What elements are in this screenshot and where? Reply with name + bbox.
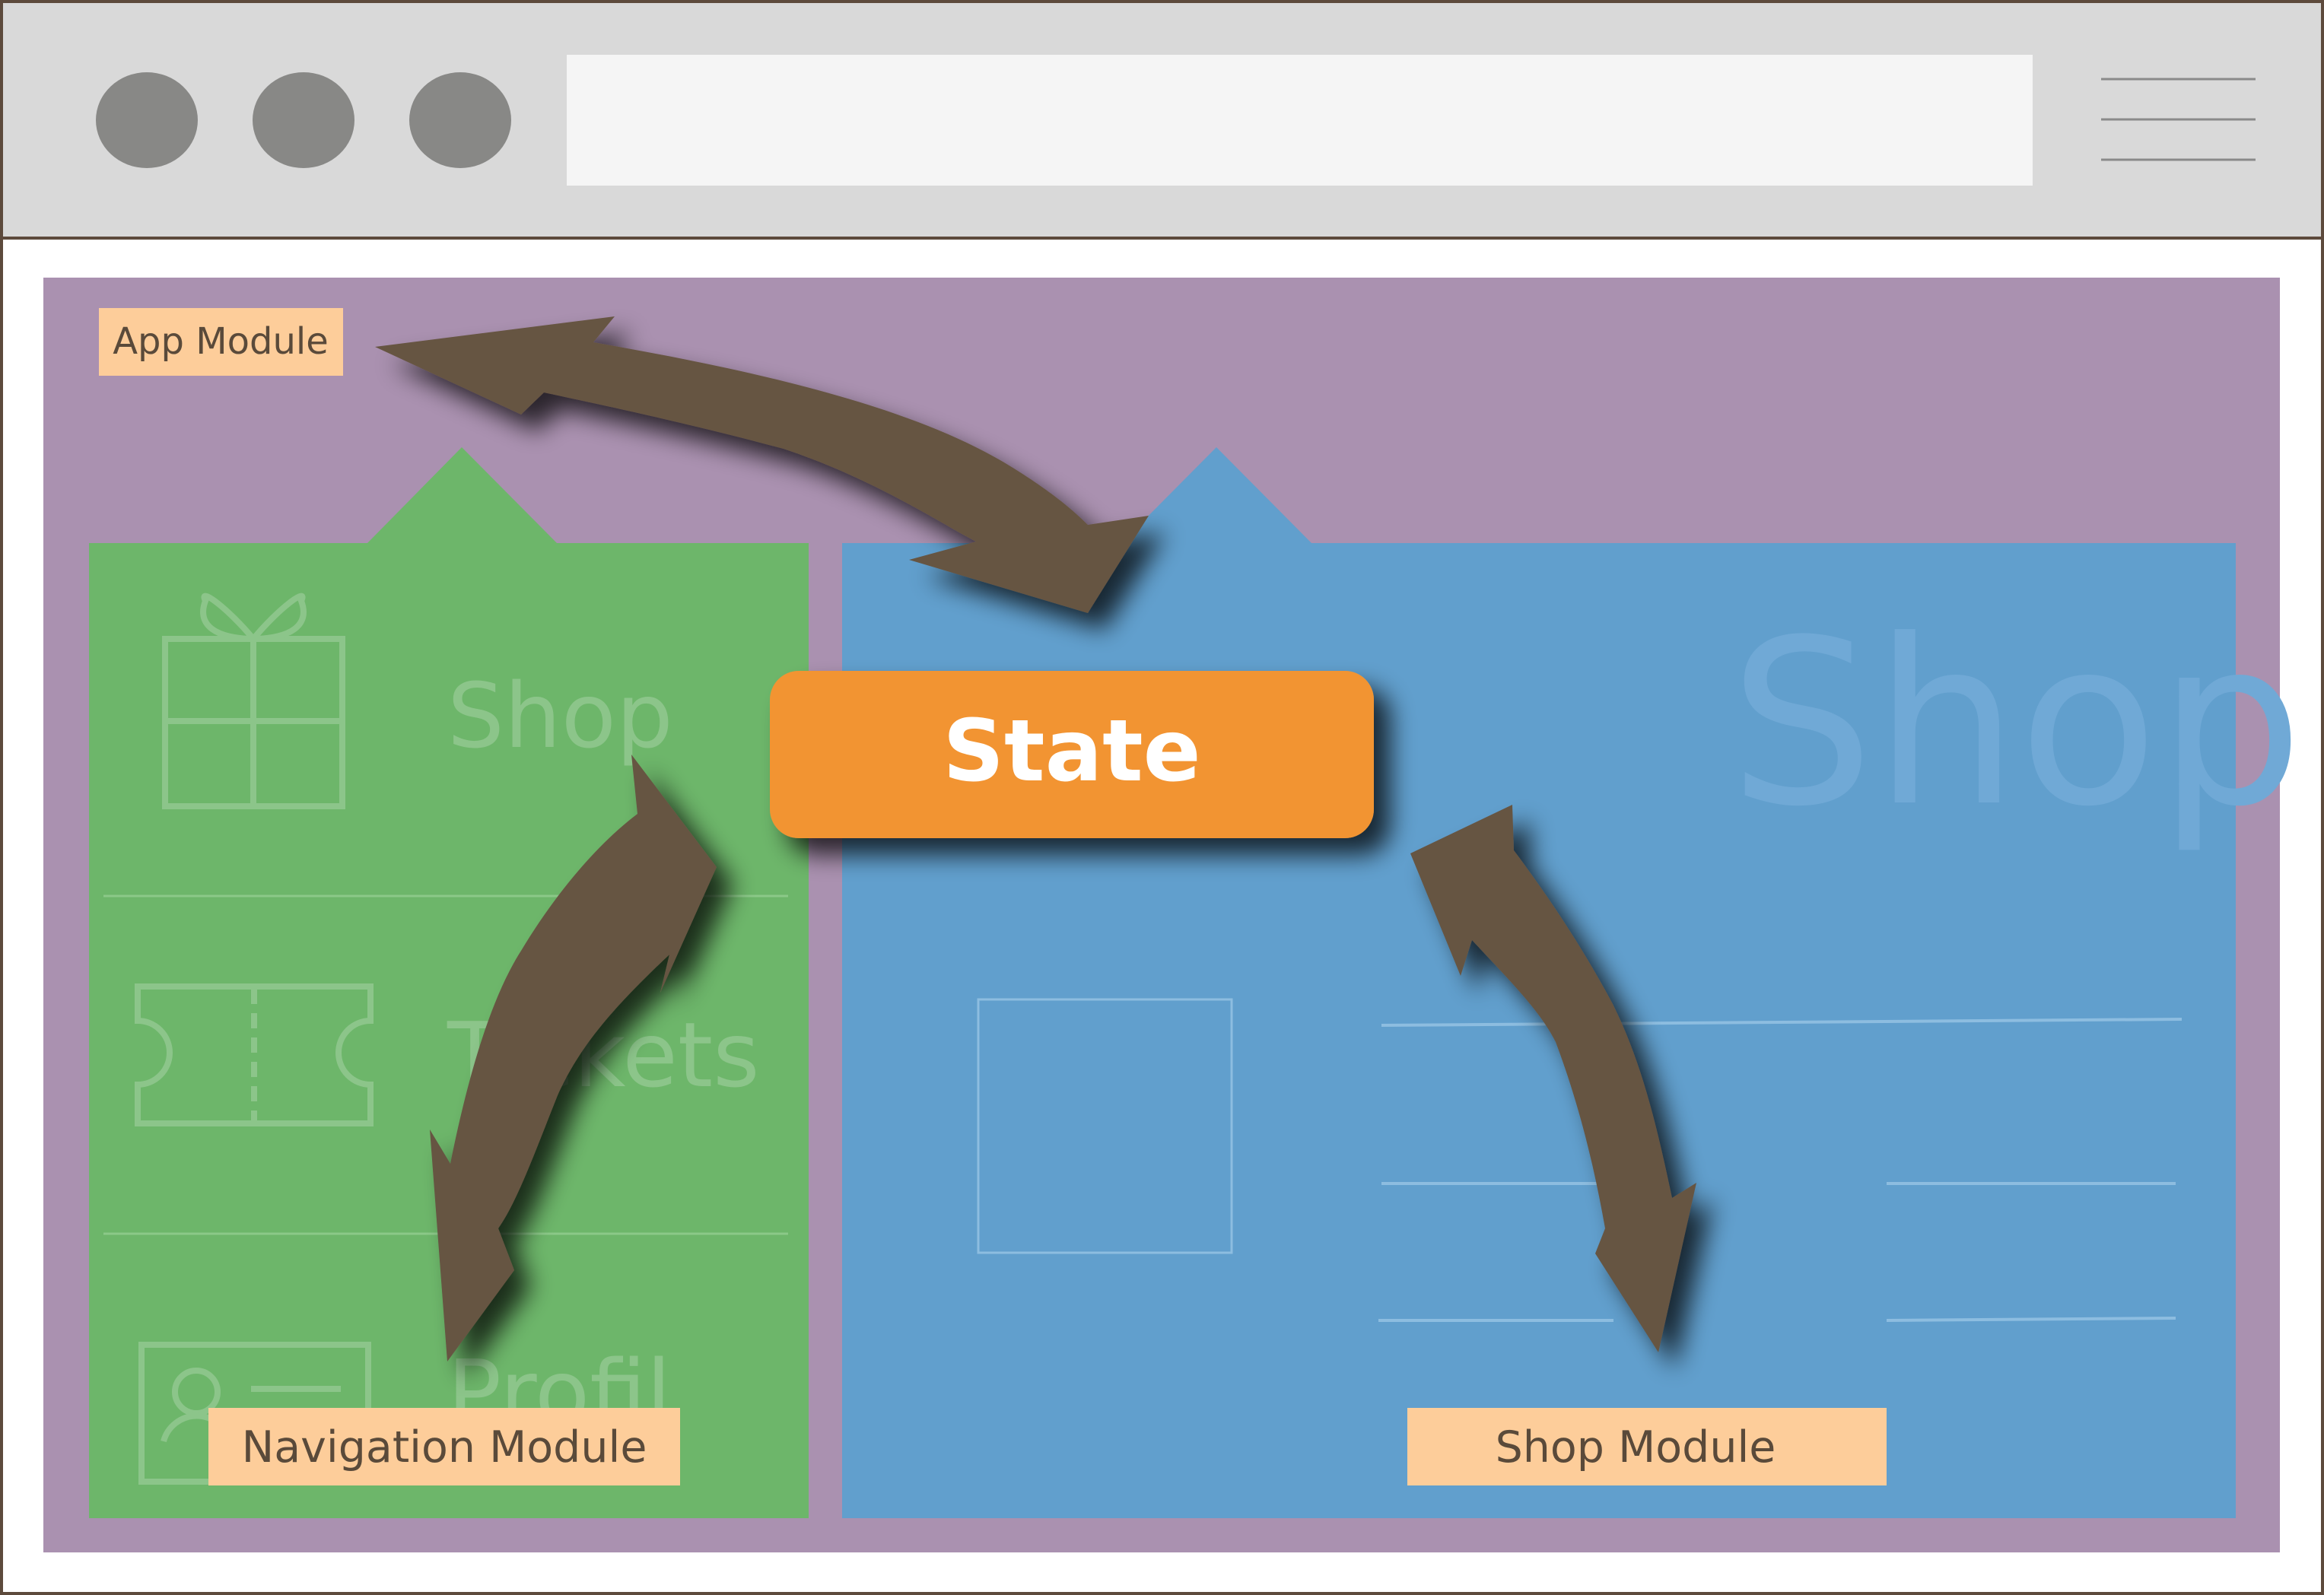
product-image-placeholder [977,998,1233,1254]
address-bar[interactable] [567,55,2033,186]
gift-icon [162,593,345,809]
app-module-label: App Module [99,308,343,376]
window-dot-icon[interactable] [253,72,354,168]
window-dot-icon[interactable] [409,72,511,168]
app-module-label-text: App Module [113,320,329,363]
shop-module-label: Shop Module [1407,1408,1887,1485]
window-dot-icon[interactable] [96,72,198,168]
shop-page-title: Shop [1729,591,2303,856]
shop-module-label-text: Shop Module [1496,1422,1776,1473]
double-headed-arrow [375,316,1149,613]
navigation-module-label: Navigation Module [208,1408,680,1485]
hamburger-menu-icon[interactable] [2101,78,2256,161]
content-lines [1378,1018,2183,1322]
state-label: State [943,702,1200,801]
nav-item-label: Shop [447,663,673,768]
navigation-module-label-text: Navigation Module [242,1422,647,1473]
double-headed-arrow [430,755,717,1361]
state-box [770,671,1374,838]
ticket-icon [135,983,374,1126]
double-headed-arrow [1410,805,1696,1352]
